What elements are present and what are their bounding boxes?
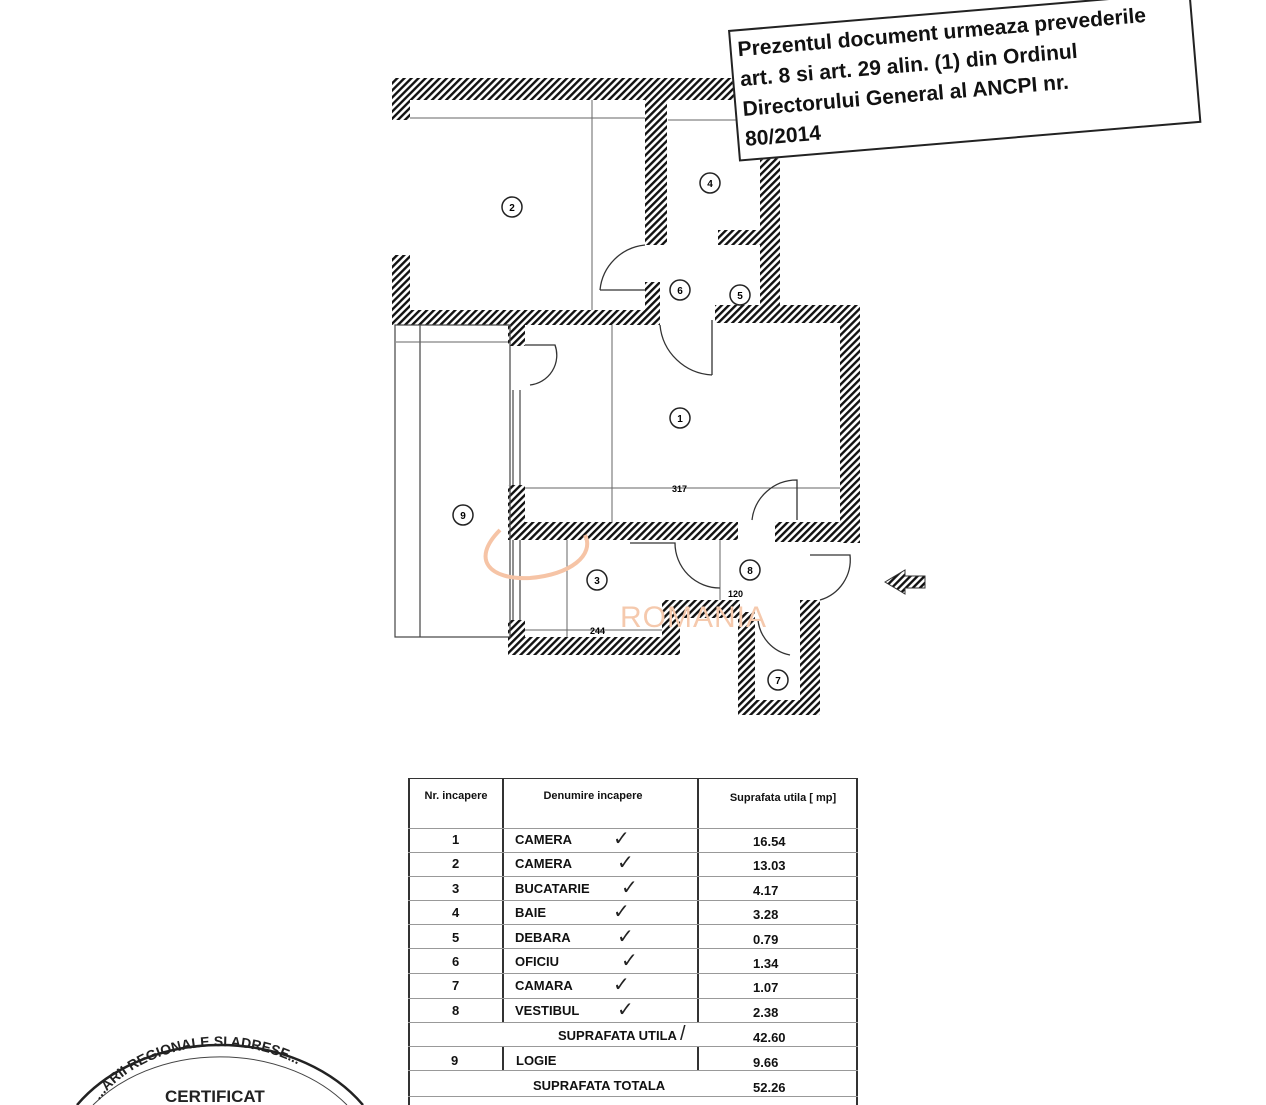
dimension-lines — [396, 100, 840, 637]
loggia-area: 9.66 — [753, 1055, 779, 1070]
table-row-area: 16.54 — [753, 834, 786, 849]
svg-text:9: 9 — [460, 511, 466, 522]
room-marker-2: 2 — [501, 196, 523, 218]
dimension-room1-width: 317 — [672, 484, 687, 494]
table-row-area: 1.07 — [753, 980, 779, 996]
room-area-table: Nr. incapere Denumire incapere Suprafata… — [408, 778, 858, 1105]
handwritten-check-mark: ✓ — [617, 925, 634, 948]
watermark-logo-arc — [483, 528, 589, 581]
table-row-nr: 5 — [452, 929, 460, 945]
table-row-name: CAMERA — [515, 832, 573, 847]
svg-text:5: 5 — [737, 291, 743, 302]
table-row-nr: 8 — [452, 1002, 460, 1018]
table-row-area: 3.28 — [753, 907, 779, 923]
svg-text:7: 7 — [775, 676, 781, 687]
table-row-nr: 1 — [452, 832, 460, 847]
room-marker-1: 1 — [669, 407, 691, 429]
table-row-area: 1.34 — [753, 956, 779, 971]
dimension-vestibule-width: 120 — [728, 589, 743, 599]
room-markers: 1 2 3 4 5 6 7 8 9 — [452, 172, 789, 691]
dimension-kitchen-width: 244 — [590, 626, 605, 636]
svg-text:2: 2 — [509, 203, 515, 214]
table-row-nr: 3 — [452, 880, 460, 896]
table-row-area: 2.38 — [753, 1004, 779, 1020]
grand-total-area: 52.26 — [753, 1080, 786, 1095]
table-row-nr: 2 — [452, 856, 460, 872]
room-marker-6: 6 — [669, 279, 691, 301]
svg-text:8: 8 — [747, 566, 753, 577]
loggia-name: LOGIE — [516, 1053, 557, 1068]
watermark-text: ROMANIA — [620, 601, 768, 634]
room-marker-3: 3 — [586, 569, 608, 591]
table-row-nr: 4 — [452, 905, 460, 921]
svg-text:4: 4 — [707, 179, 713, 190]
stamp-center-text: CERTIFICAT — [165, 1087, 265, 1105]
table-row-name: VESTIBUL — [515, 1002, 580, 1018]
table-row-name: DEBARA — [515, 929, 571, 945]
table-row-area: 4.17 — [753, 882, 779, 898]
table-row-name: BAIE — [515, 905, 547, 921]
svg-text:6: 6 — [677, 286, 683, 297]
room-marker-9: 9 — [452, 504, 474, 526]
round-certification-stamp: ...ARII REGIONALE SI ADRESE... CERTIFICA… — [76, 1033, 364, 1105]
handwritten-check-mark: ✓ — [617, 998, 634, 1021]
loggia-nr: 9 — [451, 1053, 459, 1068]
table-row-nr: 7 — [452, 978, 460, 994]
handwritten-check-mark: / — [680, 1023, 686, 1045]
svg-text:3: 3 — [594, 576, 600, 587]
arrow-left-icon — [884, 569, 926, 595]
table-row-nr: 6 — [452, 954, 460, 969]
table-row-name: OFICIU — [515, 954, 560, 969]
header-area: Suprafata utila [ mp] — [729, 792, 837, 804]
floor-plan: 317 244 120 1 2 3 4 5 6 7 8 9 — [392, 78, 926, 715]
header-name: Denumire incapere — [543, 790, 643, 802]
room-marker-4: 4 — [699, 172, 721, 194]
handwritten-check-mark: ✓ — [621, 876, 638, 899]
room-marker-8: 8 — [739, 559, 761, 581]
table-row-name: CAMERA — [515, 856, 573, 872]
table-row-name: CAMARA — [515, 978, 573, 994]
grand-total-label: SUPRAFATA TOTALA — [533, 1078, 666, 1093]
room-marker-5: 5 — [729, 284, 751, 306]
table-row-area: 13.03 — [753, 858, 786, 874]
useful-total-label: SUPRAFATA UTILA — [558, 1028, 677, 1043]
svg-text:1: 1 — [677, 414, 683, 425]
loggia-outline — [394, 324, 521, 638]
walls — [392, 78, 860, 715]
header-nr: Nr. incapere — [424, 790, 488, 802]
table-row-area: 0.79 — [753, 931, 779, 947]
handwritten-check-mark: ✓ — [617, 852, 634, 875]
table-row-name: BUCATARIE — [515, 880, 590, 896]
room-marker-7: 7 — [767, 669, 789, 691]
handwritten-check-mark: ✓ — [613, 901, 630, 924]
handwritten-check-mark: ✓ — [613, 974, 630, 997]
handwritten-check-mark: ✓ — [621, 950, 638, 972]
useful-total-area: 42.60 — [753, 1030, 786, 1045]
door-swings — [525, 244, 851, 656]
handwritten-check-mark: ✓ — [613, 828, 630, 850]
